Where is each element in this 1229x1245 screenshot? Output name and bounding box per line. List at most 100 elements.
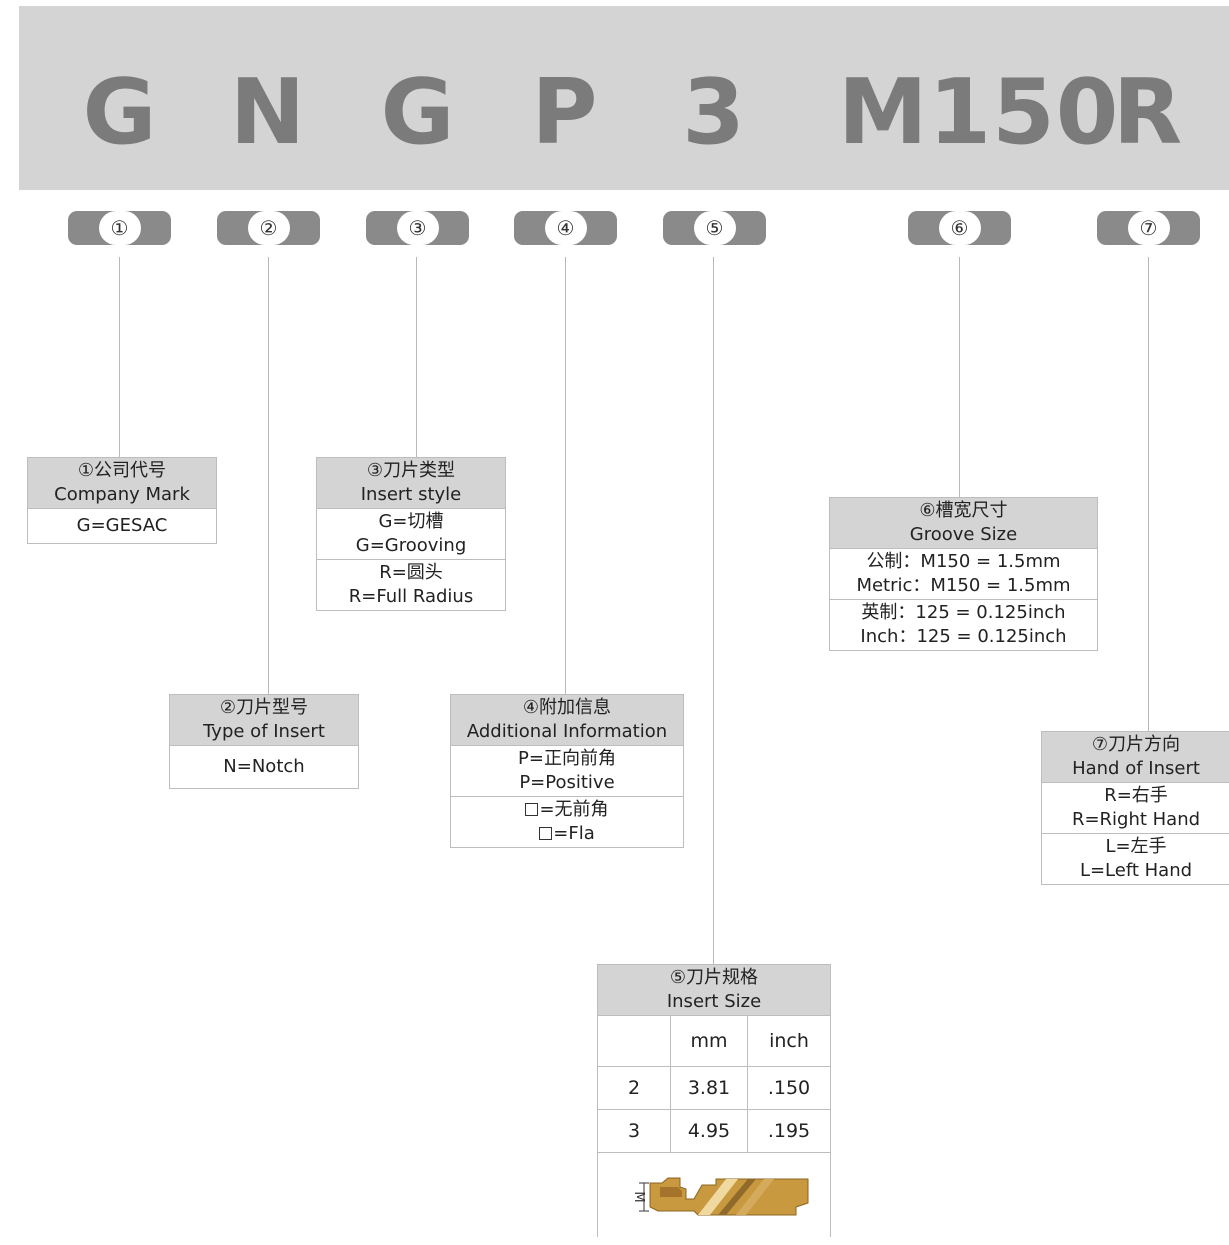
insert-style-row-radius: R=圆头 R=Full Radius [317,559,505,610]
insert-size-code: 2 [598,1066,671,1110]
connector-4 [565,257,566,694]
code-header-band [19,6,1229,190]
insert-style-grooving-en: G=Grooving [355,535,467,556]
insert-style-radius-en: R=Full Radius [348,586,474,607]
table-row: 2 3.81 .150 [598,1066,830,1110]
insert-size-inch: .195 [747,1109,830,1153]
marker-2-number: ② [247,211,290,245]
additional-info-positive-en: P=Positive [519,772,615,793]
insert-size-title-en: Insert Size [666,991,762,1012]
company-mark-title-cn: ①公司代号 [77,460,167,481]
hand-of-insert-row-left: L=左手 L=Left Hand [1042,833,1229,884]
marker-3: ③ [366,211,469,245]
code-letter-3: G [380,60,456,165]
table-row: 3 4.95 .195 [598,1109,830,1153]
additional-info-title-en: Additional Information [466,721,668,742]
insert-style-row-grooving: G=切槽 G=Grooving [317,509,505,559]
hand-of-insert-right-en: R=Right Hand [1071,809,1201,830]
marker-7: ⑦ [1097,211,1200,245]
company-mark-value: G=GESAC [76,515,168,536]
additional-info-header: ④附加信息 Additional Information [451,695,683,746]
additional-info-title-cn: ④附加信息 [522,697,612,718]
insert-profile-illustration: M [631,1177,809,1216]
insert-style-radius-cn: R=圆头 [379,562,443,583]
connector-3 [416,257,417,457]
hand-of-insert-title-cn: ⑦刀片方向 [1091,734,1181,755]
groove-size-inch-cn: 英制：125 = 0.125inch [861,602,1066,623]
code-letter-7: R [1112,60,1184,165]
insert-style-box: ③刀片类型 Insert style G=切槽 G=Grooving R=圆头 … [316,457,506,611]
blank-square-icon [539,827,553,840]
insert-style-title-en: Insert style [360,484,462,505]
marker-5-number: ⑤ [693,211,736,245]
insert-size-mm: 4.95 [670,1109,748,1153]
additional-info-positive-cn: P=正向前角 [518,748,616,769]
connector-5 [713,257,714,964]
marker-6-number: ⑥ [938,211,981,245]
marker-1: ① [68,211,171,245]
hand-of-insert-left-en: L=Left Hand [1079,860,1193,881]
blank-square-icon [525,803,539,816]
groove-size-header: ⑥槽宽尺寸 Groove Size [830,498,1097,549]
marker-4-number: ④ [544,211,587,245]
insert-size-header-row: mm inch [598,1016,830,1067]
company-mark-title-en: Company Mark [54,484,190,505]
insert-type-title-cn: ②刀片型号 [219,697,309,718]
groove-size-row-inch: 英制：125 = 0.125inch Inch：125 = 0.125inch [830,599,1097,650]
additional-info-row-flat: =无前角 =Fla [451,796,683,847]
insert-size-mm: 3.81 [670,1066,748,1110]
insert-size-title-cn: ⑤刀片规格 [669,967,759,988]
additional-info-flat-en-line: =Fla [451,822,683,846]
hand-of-insert-right-cn: R=右手 [1104,785,1168,806]
connector-2 [268,257,269,694]
insert-size-box: ⑤刀片规格 Insert Size mm inch 2 3.81 .150 3 … [597,964,831,1237]
groove-size-title-cn: ⑥槽宽尺寸 [919,500,1008,521]
connector-1 [119,257,120,457]
insert-size-code: 3 [598,1109,671,1153]
connector-6 [959,257,960,497]
code-letter-4: P [531,60,599,165]
code-letter-5: 3 [682,60,746,165]
additional-info-flat-cn-line: =无前角 [451,798,683,822]
company-mark-row: G=GESAC [28,509,216,543]
dimension-m-label: M [631,1191,646,1202]
additional-info-flat-cn: =无前角 [539,799,609,820]
insert-style-title-cn: ③刀片类型 [366,460,456,481]
additional-info-flat-en: =Fla [553,823,595,844]
marker-6: ⑥ [908,211,1011,245]
connector-7 [1148,257,1149,731]
marker-4: ④ [514,211,617,245]
hand-of-insert-box: ⑦刀片方向 Hand of Insert R=右手 R=Right Hand L… [1041,731,1229,885]
code-letter-6: M150 [838,60,1120,165]
marker-2: ② [217,211,320,245]
insert-style-grooving-cn: G=切槽 [378,511,444,532]
insert-type-value: N=Notch [223,756,305,777]
insert-size-header-blank [598,1016,671,1067]
marker-1-number: ① [98,211,141,245]
insert-size-header: ⑤刀片规格 Insert Size [598,965,830,1016]
insert-illustration: M [598,1153,830,1245]
hand-of-insert-row-right: R=右手 R=Right Hand [1042,783,1229,833]
insert-type-header: ②刀片型号 Type of Insert [170,695,358,746]
hand-of-insert-header: ⑦刀片方向 Hand of Insert [1042,732,1229,783]
code-letter-2: N [229,60,307,165]
insert-type-title-en: Type of Insert [203,721,325,742]
groove-size-box: ⑥槽宽尺寸 Groove Size 公制：M150 = 1.5mm Metric… [829,497,1098,651]
insert-type-row: N=Notch [170,746,358,788]
groove-size-metric-cn: 公制：M150 = 1.5mm [866,551,1061,572]
groove-size-metric-en: Metric：M150 = 1.5mm [856,575,1071,596]
company-mark-header: ①公司代号 Company Mark [28,458,216,509]
hand-of-insert-left-cn: L=左手 [1105,836,1167,857]
insert-size-col-inch: inch [747,1016,830,1067]
insert-size-col-mm: mm [670,1016,748,1067]
hand-of-insert-title-en: Hand of Insert [1072,758,1200,779]
groove-size-title-en: Groove Size [909,524,1018,545]
code-letter-1: G [82,60,158,165]
insert-type-box: ②刀片型号 Type of Insert N=Notch [169,694,359,789]
company-mark-box: ①公司代号 Company Mark G=GESAC [27,457,217,544]
marker-5: ⑤ [663,211,766,245]
insert-size-inch: .150 [747,1066,830,1110]
marker-3-number: ③ [396,211,439,245]
insert-size-table: mm inch 2 3.81 .150 3 4.95 .195 [598,1016,830,1153]
additional-info-box: ④附加信息 Additional Information P=正向前角 P=Po… [450,694,684,848]
